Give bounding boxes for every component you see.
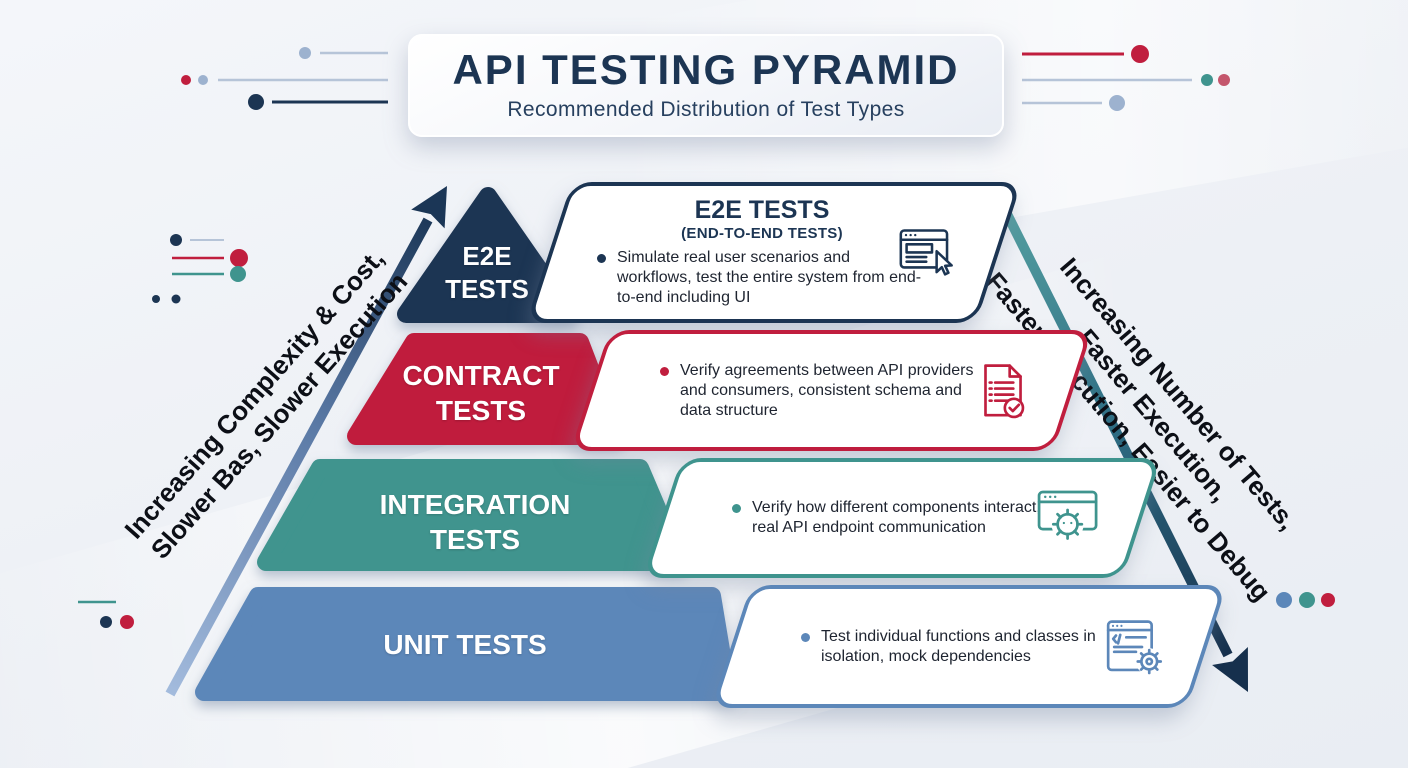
bullet-dot <box>801 632 810 642</box>
pyramid-label-unit: UNIT TESTS <box>280 627 650 662</box>
card-e2e-heading: E2E TESTS <box>694 195 830 224</box>
card-integration-tests: Verify how different components interact… <box>642 458 1162 578</box>
pyramid-label-contract-line2: TESTS <box>435 395 527 426</box>
document-check-icon <box>976 362 1030 420</box>
decor-dots-top-left <box>181 47 388 110</box>
card-unit-bullet: Test individual functions and classes in… <box>821 627 1096 665</box>
pyramid-label-integration-line2: TESTS <box>429 524 521 555</box>
card-integration-bullet: Verify how different components interact… <box>752 499 1041 536</box>
bullet-dot <box>597 254 606 264</box>
pyramid-label-integration-line1: INTEGRATION <box>379 489 571 520</box>
pyramid-label-unit-line1: UNIT TESTS <box>383 629 547 660</box>
pyramid-label-integration: INTEGRATION TESTS <box>330 487 620 557</box>
pyramid-label-contract-line1: CONTRACT <box>402 360 560 391</box>
card-unit-tests: Test individual functions and classes in… <box>711 585 1227 708</box>
card-e2e-tests: E2E TESTS (END-TO-END TESTS) Simulate re… <box>526 182 1022 323</box>
bullet-dot <box>660 366 669 376</box>
decor-dots-mid-left <box>152 234 248 304</box>
page-title: API TESTING PYRAMID <box>452 46 960 93</box>
pyramid-label-contract: CONTRACT TESTS <box>346 358 616 428</box>
bullet-dot <box>732 504 741 513</box>
card-contract-tests: Verify agreements between API providers … <box>570 330 1093 451</box>
code-gear-icon <box>1106 619 1164 675</box>
title-card: API TESTING PYRAMID Recommended Distribu… <box>408 34 1004 137</box>
browser-gear-icon <box>1037 489 1099 547</box>
card-e2e-subheading: (END-TO-END TESTS) <box>681 225 843 243</box>
decor-dots-top-right <box>1022 45 1230 111</box>
page-subtitle: Recommended Distribution of Test Types <box>507 98 905 121</box>
browser-click-icon <box>899 227 957 279</box>
card-e2e-bullet: Simulate real user scenarios and workflo… <box>617 249 922 307</box>
card-contract-bullet: Verify agreements between API providers … <box>680 361 974 419</box>
